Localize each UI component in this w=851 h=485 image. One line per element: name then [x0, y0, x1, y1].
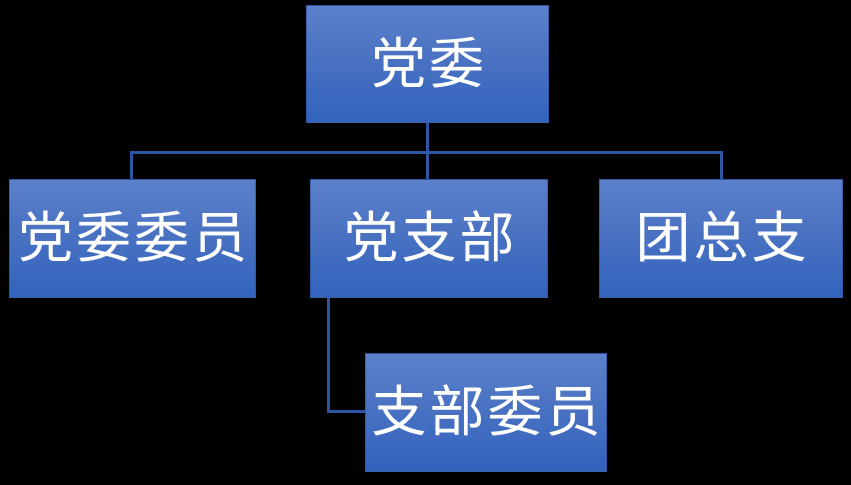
org-node-party-committee-members[interactable]: 党委委员: [9, 179, 256, 298]
connector-horizontal-bus: [130, 151, 723, 154]
connector-elbow-horizontal: [327, 410, 367, 413]
org-node-league-general-branch[interactable]: 团总支: [599, 179, 843, 298]
connector-elbow-vertical: [327, 298, 330, 413]
connector-drop-mid-child: [426, 153, 429, 179]
org-node-party-committee[interactable]: 党委: [306, 5, 549, 123]
connector-root-drop: [426, 123, 429, 153]
org-node-party-branch[interactable]: 党支部: [310, 179, 548, 298]
org-node-branch-committee-members[interactable]: 支部委员: [365, 353, 607, 472]
connector-drop-right-child: [720, 153, 723, 179]
connector-drop-left-child: [130, 153, 133, 179]
